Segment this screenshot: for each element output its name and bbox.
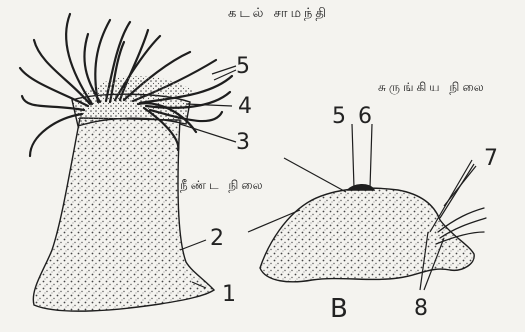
label-8: 8 <box>414 296 428 321</box>
label-3: 3 <box>236 130 250 155</box>
contracted-anemone <box>248 124 486 290</box>
label-5-extended: 5 <box>236 54 250 79</box>
title-sea-anemone: கடல் சாமந்தி <box>228 6 329 22</box>
label-4: 4 <box>238 94 252 119</box>
label-7: 7 <box>484 146 498 171</box>
title-contracted-state: சுருங்கிய நிலை <box>378 80 487 96</box>
title-extended-state: நீண்ட நிலை <box>180 178 266 194</box>
label-6: 6 <box>358 104 372 129</box>
extended-body-column <box>33 118 214 311</box>
figure-label-b: B <box>330 294 348 324</box>
label-5-contracted: 5 <box>332 104 346 129</box>
label-1: 1 <box>222 282 236 307</box>
extended-anemone <box>20 14 236 311</box>
label-2: 2 <box>210 226 224 251</box>
contracted-body <box>260 188 474 282</box>
extended-leader-lines <box>180 66 236 288</box>
